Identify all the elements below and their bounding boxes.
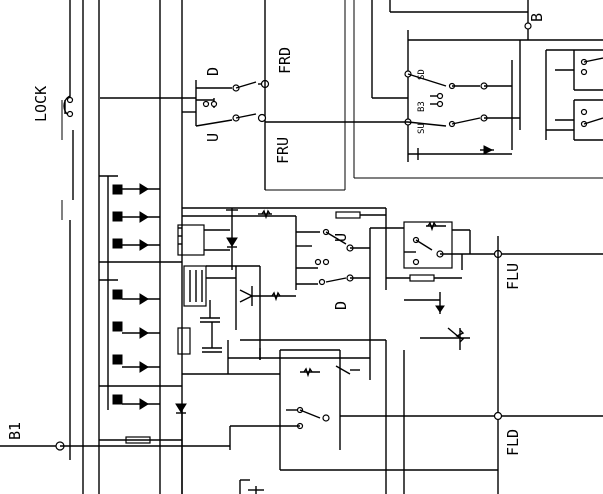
frd-label: FRD: [276, 47, 294, 74]
lock-switch: [63, 95, 74, 118]
sd-label: SD: [417, 69, 427, 80]
diode-bank: [99, 175, 182, 410]
bottom-area: [0, 403, 498, 494]
b-label: B: [528, 13, 546, 22]
u-label: U: [204, 133, 222, 142]
lock-label: LOCK: [32, 86, 50, 122]
d-inner-label: D: [332, 301, 350, 310]
b1-label: B1: [6, 422, 24, 440]
u-inner-label: U: [332, 233, 350, 242]
top-right-area: [265, 0, 603, 179]
left-rails: [61, 0, 183, 494]
center-module: [177, 207, 404, 470]
d-label: D: [204, 67, 222, 76]
su-label: SU: [417, 123, 427, 134]
fru-label: FRU: [274, 137, 292, 164]
b3-label: B3: [417, 101, 427, 112]
flu-label: FLU: [504, 263, 522, 290]
fld-label: FLD: [504, 429, 522, 456]
du-switch-area: [100, 0, 346, 191]
